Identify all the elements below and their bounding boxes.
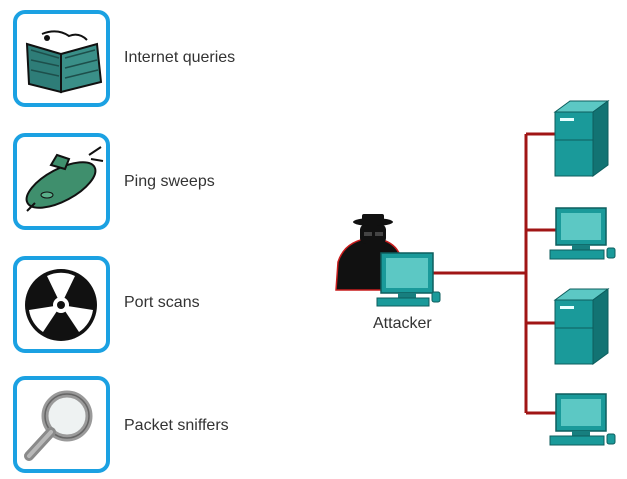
submarine-icon	[25, 146, 104, 212]
magnifier-icon	[24, 390, 93, 461]
network-links	[433, 132, 556, 415]
attacker-computer-icon	[376, 252, 441, 307]
attacker-label: Attacker	[373, 315, 432, 332]
server-icon-1	[553, 100, 610, 177]
tool-label-ping-sweeps: Ping sweeps	[124, 173, 215, 190]
tool-label-port-scans: Port scans	[124, 294, 200, 311]
radiation-icon	[25, 269, 97, 341]
tool-box-internet-queries	[13, 10, 110, 107]
book-icon	[25, 30, 103, 94]
pc-icon-1	[549, 207, 616, 260]
tool-box-port-scans	[13, 256, 110, 353]
tool-label-internet-queries: Internet queries	[124, 49, 236, 66]
tool-label-packet-sniffers: Packet sniffers	[124, 417, 229, 434]
pc-icon-2	[549, 393, 616, 446]
server-icon-2	[553, 288, 610, 365]
tool-box-ping-sweeps	[13, 133, 110, 230]
tool-box-packet-sniffers	[13, 376, 110, 473]
attacker-figure-icon	[335, 214, 403, 291]
